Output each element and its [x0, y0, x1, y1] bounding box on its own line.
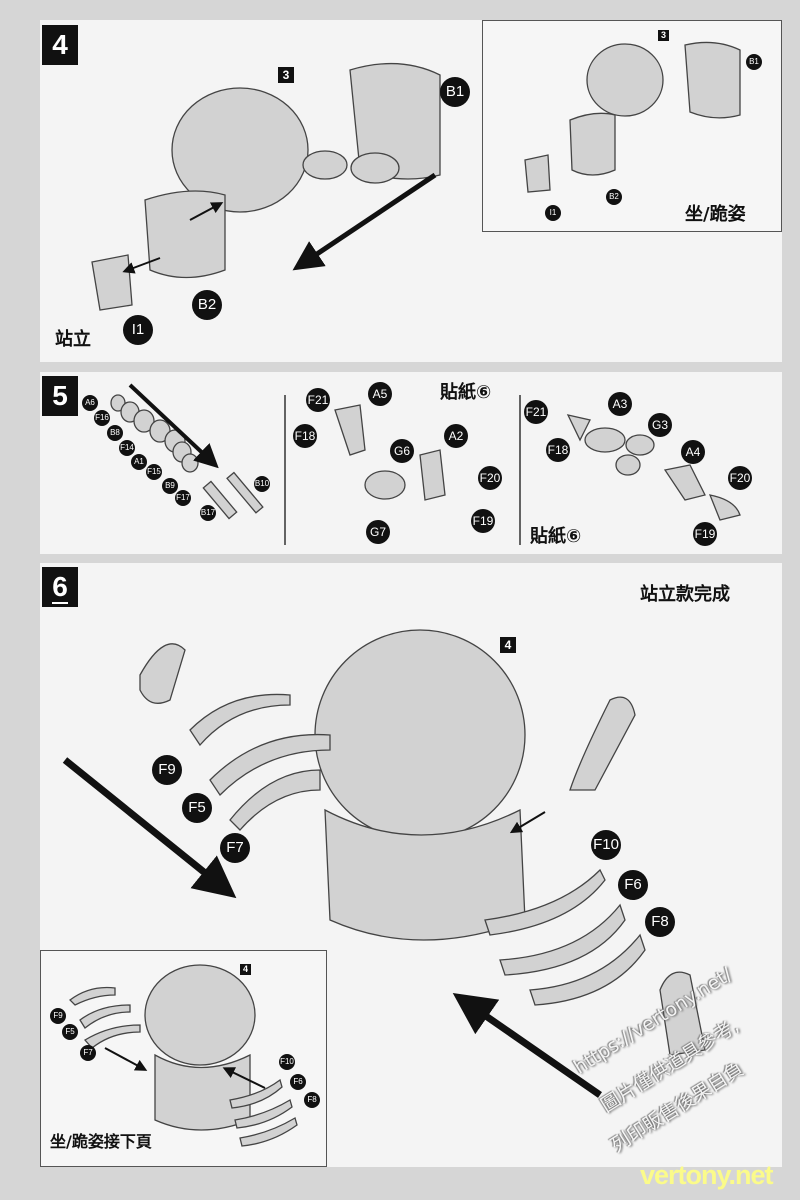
step-5-number: 5	[42, 376, 78, 416]
part-label: F15	[146, 464, 162, 480]
part-label-b1: B1	[440, 77, 470, 107]
part-label: F20	[728, 466, 752, 490]
inset-label-i1: I1	[545, 205, 561, 221]
part-label: F19	[693, 522, 717, 546]
head-assembled	[314, 629, 526, 841]
step-6-caption: 站立款完成	[640, 584, 730, 605]
step-5-panel	[40, 372, 782, 554]
part-label-f7: F7	[220, 833, 250, 863]
inset-label-b2: B2	[606, 189, 622, 205]
part-label: F20	[478, 466, 502, 490]
part-label-f5: F5	[182, 793, 212, 823]
part-label-f8: F8	[645, 907, 675, 937]
part-label: A2	[444, 424, 468, 448]
part-label: A5	[368, 382, 392, 406]
part-label: A3	[608, 392, 632, 416]
part-label: B10	[254, 476, 270, 492]
inset-caption: 坐/跪姿接下頁	[50, 1132, 152, 1151]
part-label: F19	[471, 509, 495, 533]
inset-label: F8	[304, 1092, 320, 1108]
inset-caption: 坐/跪姿	[685, 204, 746, 225]
front-armor-b2	[144, 190, 226, 279]
arrow	[292, 172, 437, 271]
inset-label: F9	[50, 1008, 66, 1024]
part-label: F21	[524, 400, 548, 424]
inset-label: F5	[62, 1024, 78, 1040]
part-label: A1	[131, 454, 147, 470]
ref-box-3: 3	[278, 67, 294, 83]
step-4-number: 4	[42, 25, 78, 65]
part-label: B8	[107, 425, 123, 441]
sticker-label: 貼紙⑥	[530, 526, 582, 547]
part-label: B17	[200, 505, 216, 521]
part-label-f9: F9	[152, 755, 182, 785]
step-6-number: 6	[42, 567, 78, 607]
sticker-label: 貼紙⑥	[440, 382, 492, 403]
part-label-b2: B2	[192, 290, 222, 320]
part-label: G6	[390, 439, 414, 463]
head-part	[171, 87, 309, 213]
part-label: A4	[681, 440, 705, 464]
part-label: G7	[366, 520, 390, 544]
face-plate-i1	[91, 254, 133, 311]
part-label: A6	[82, 395, 98, 411]
inset-label-b1: B1	[746, 54, 762, 70]
inset-label: F6	[290, 1074, 306, 1090]
inset-label: F10	[279, 1054, 295, 1070]
part-label: F18	[546, 438, 570, 462]
step-4-caption: 站立	[55, 329, 91, 350]
part-label: B9	[162, 478, 178, 494]
step-6-number-text: 6	[52, 571, 68, 604]
inset-ref-box-4: 4	[240, 964, 251, 975]
part-label-f6: F6	[618, 870, 648, 900]
part-label: F18	[293, 424, 317, 448]
part-label: F16	[94, 410, 110, 426]
watermark-logo: vertony.net	[640, 1160, 774, 1190]
part-label: G3	[648, 413, 672, 437]
part-label-i1: I1	[123, 315, 153, 345]
inset-label: F7	[80, 1045, 96, 1061]
part-label-f10: F10	[591, 830, 621, 860]
part-label: F17	[175, 490, 191, 506]
ref-box-4: 4	[500, 637, 516, 653]
inset-ref-box-3: 3	[658, 30, 669, 41]
part-label: F21	[306, 388, 330, 412]
part-label: F14	[119, 440, 135, 456]
